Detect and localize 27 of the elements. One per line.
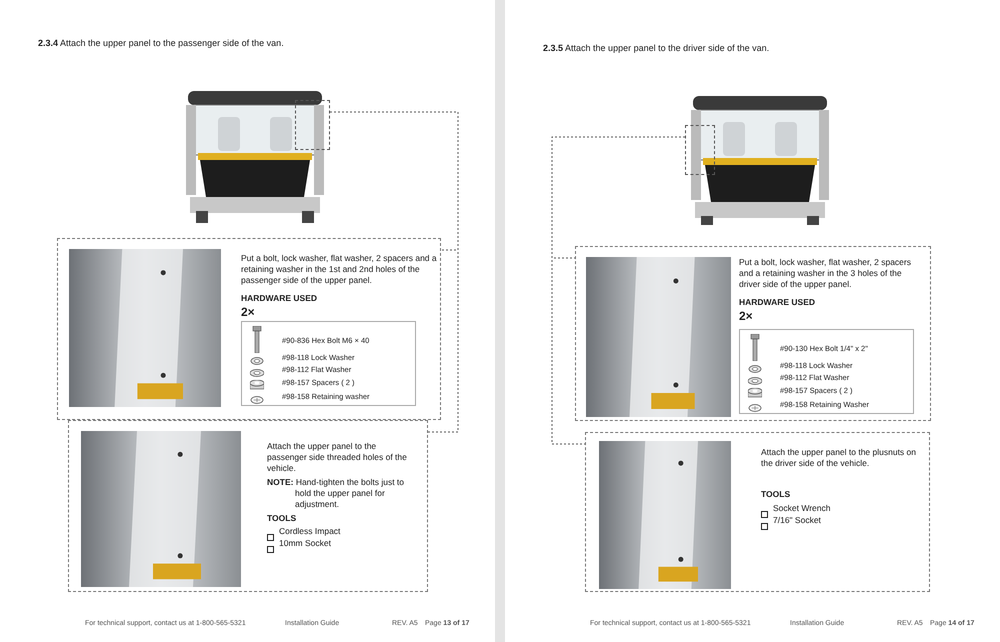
tool-item: Cordless Impact: [279, 526, 342, 537]
leader-line: [330, 112, 458, 432]
instruction-panel: [68, 420, 428, 592]
note-text: NOTE: Hand-tighten the bolts just to hold the upper panel for adjustment.: [267, 477, 406, 510]
step-heading: 2.3.5 Attach the upper panel to the driver side of the van.: [543, 43, 770, 54]
callout-frame: [685, 125, 715, 175]
instruction-text: Attach the upper panel to the passenger side threaded holes of the vehicle.: [267, 441, 408, 474]
hardware-list-box: [241, 321, 416, 406]
tool-item: 10mm Socket: [279, 538, 332, 549]
quantity-label: 2×: [241, 305, 256, 319]
hardware-list-box: [739, 329, 914, 414]
section-heading: HARDWARE USED: [241, 293, 318, 304]
section-heading: TOOLS: [267, 513, 298, 524]
instruction-text: Attach the upper panel to the plusnuts on the driver side of the vehicle.: [761, 447, 918, 469]
callout-frame: [295, 100, 330, 150]
section-heading: HARDWARE USED: [739, 297, 816, 308]
instruction-text: Put a bolt, lock washer, flat washer, 2 spacers and a retaining washer in the 3 holes of the driver side of the upper panel.: [739, 257, 912, 290]
tool-item: 7/16" Socket: [773, 515, 822, 526]
instruction-panel: [57, 238, 441, 420]
instruction-panel: [585, 432, 930, 592]
leader-line: [552, 136, 686, 444]
section-heading: TOOLS: [761, 489, 792, 500]
step-heading: 2.3.4 Attach the upper panel to the passenger side of the van.: [38, 38, 284, 49]
quantity-label: 2×: [739, 309, 754, 323]
instruction-panel: [575, 246, 931, 421]
tool-item: Socket Wrench: [773, 503, 832, 514]
instruction-text: Put a bolt, lock washer, flat washer, 2 spacers and a retaining washer in the 1st and 2nd holes of the passenger side of the upper panel.: [241, 253, 438, 286]
